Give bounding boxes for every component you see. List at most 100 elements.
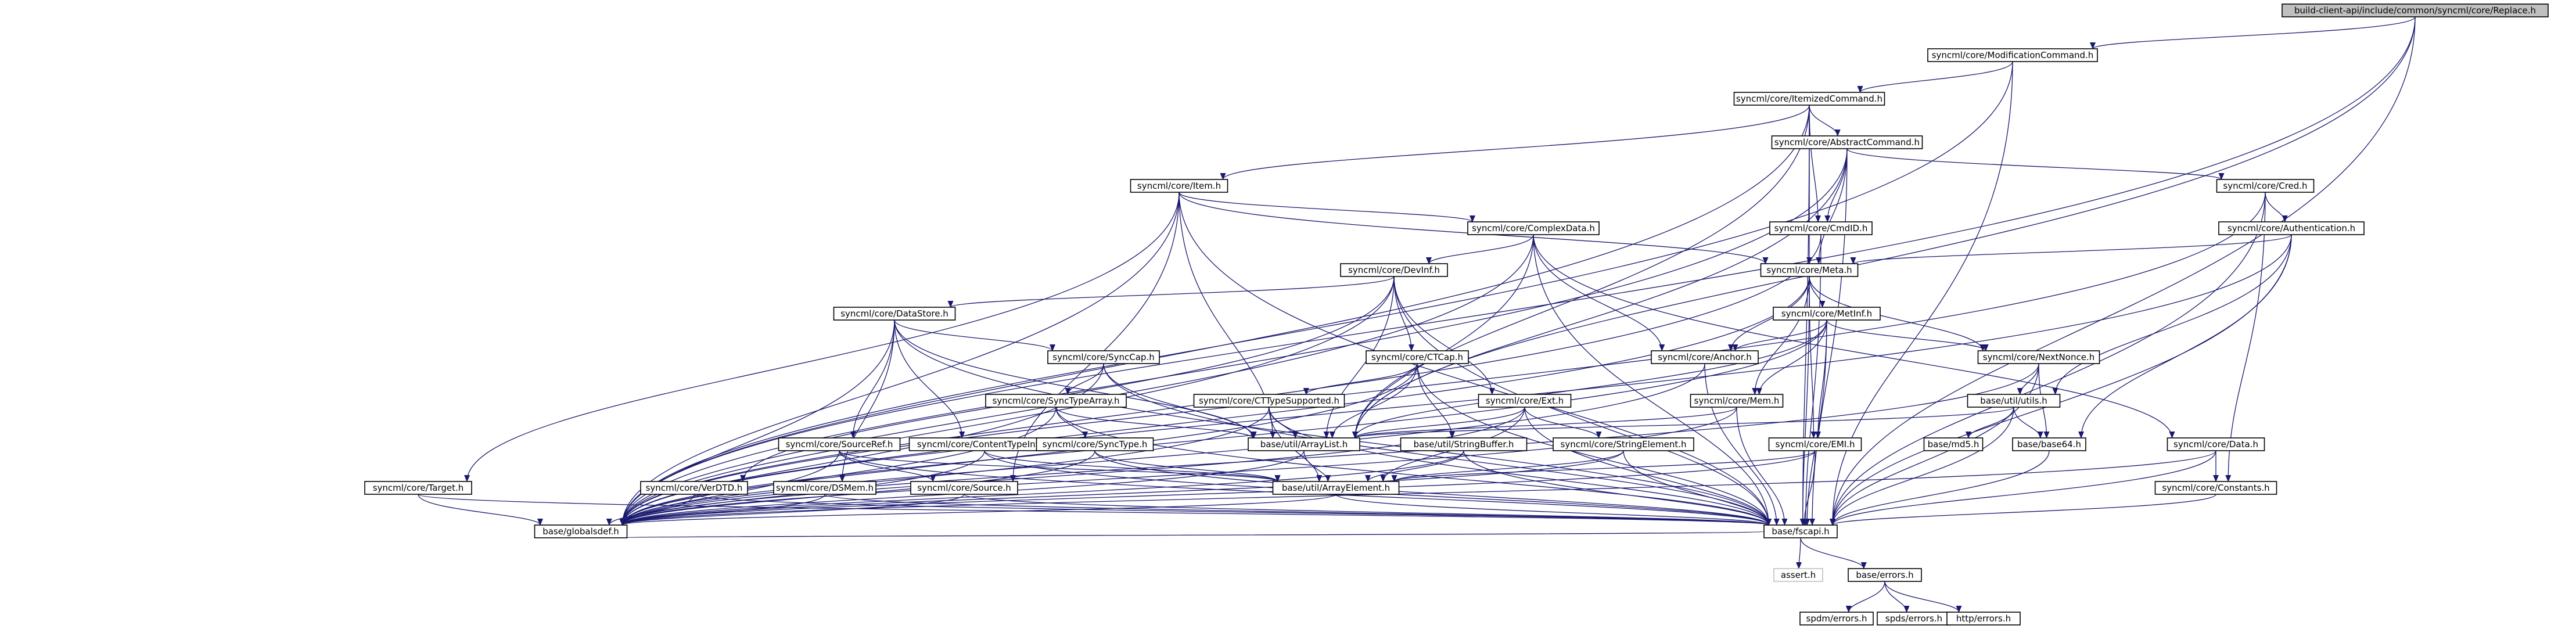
node-box-constants[interactable] xyxy=(2154,481,2277,495)
node-modcmd[interactable]: syncml/core/ModificationCommand.h xyxy=(1927,48,2098,62)
edge-arraylist-to-arrayelement xyxy=(1303,450,1331,482)
node-constants[interactable]: syncml/core/Constants.h xyxy=(2154,481,2277,495)
node-sourceref[interactable]: syncml/core/SourceRef.h xyxy=(778,437,901,451)
node-errors[interactable]: base/errors.h xyxy=(1848,568,1922,582)
node-box-emi[interactable] xyxy=(1768,437,1862,451)
node-box-item[interactable] xyxy=(1130,179,1228,193)
node-box-ext[interactable] xyxy=(1478,394,1572,408)
node-box-source[interactable] xyxy=(910,481,1018,495)
node-box-globalsdef[interactable] xyxy=(534,524,628,538)
node-stringbuffer[interactable]: base/util/StringBuffer.h xyxy=(1400,437,1528,451)
node-item[interactable]: syncml/core/Item.h xyxy=(1130,179,1228,193)
edge-abstractcmd-to-cred xyxy=(1846,148,2225,180)
node-box-assert[interactable] xyxy=(1773,568,1823,582)
node-box-md5[interactable] xyxy=(1923,437,1984,451)
node-box-fscapi[interactable] xyxy=(1763,524,1838,538)
node-emi[interactable]: syncml/core/EMI.h xyxy=(1768,437,1862,451)
node-box-synctypearray[interactable] xyxy=(985,394,1127,408)
node-base64[interactable]: base/base64.h xyxy=(2012,437,2086,451)
node-stringelement[interactable]: syncml/core/StringElement.h xyxy=(1553,437,1694,451)
node-box-devinf[interactable] xyxy=(1340,263,1448,277)
node-box-replace[interactable] xyxy=(2282,3,2549,17)
node-contenttypeinfo[interactable]: syncml/core/ContentTypeInfo.h xyxy=(908,437,1061,451)
node-box-dsmem[interactable] xyxy=(773,481,876,495)
node-box-synccap[interactable] xyxy=(1047,350,1160,364)
node-label-synctypearray: syncml/core/SyncTypeArray.h xyxy=(993,396,1120,406)
node-fscapi[interactable]: base/fscapi.h xyxy=(1763,524,1838,538)
edge-ext-to-stringelement xyxy=(1524,407,1602,438)
node-box-target[interactable] xyxy=(364,481,472,495)
node-meta[interactable]: syncml/core/Meta.h xyxy=(1760,263,1859,277)
node-arraylist[interactable]: base/util/ArrayList.h xyxy=(1248,437,1360,451)
node-box-synctype[interactable] xyxy=(1036,437,1154,451)
node-box-stringbuffer[interactable] xyxy=(1400,437,1528,451)
node-anchor[interactable]: syncml/core/Anchor.h xyxy=(1651,350,1759,364)
node-metinf[interactable]: syncml/core/MetInf.h xyxy=(1773,307,1881,321)
node-cmdid[interactable]: syncml/core/CmdID.h xyxy=(1769,221,1873,235)
node-box-base64[interactable] xyxy=(2012,437,2086,451)
node-box-mem[interactable] xyxy=(1690,394,1784,408)
node-box-stringelement[interactable] xyxy=(1553,437,1694,451)
edge-cttypesupported-to-globalsdef xyxy=(619,407,1270,526)
node-box-utils[interactable] xyxy=(1967,394,2061,408)
node-ext[interactable]: syncml/core/Ext.h xyxy=(1478,394,1572,408)
node-globalsdef[interactable]: base/globalsdef.h xyxy=(534,524,628,538)
node-datastore[interactable]: syncml/core/DataStore.h xyxy=(833,307,956,321)
node-box-metinf[interactable] xyxy=(1773,307,1881,321)
node-box-anchor[interactable] xyxy=(1651,350,1759,364)
node-mem[interactable]: syncml/core/Mem.h xyxy=(1690,394,1784,408)
node-box-sourceref[interactable] xyxy=(778,437,901,451)
node-box-arraylist[interactable] xyxy=(1248,437,1360,451)
node-authentication[interactable]: syncml/core/Authentication.h xyxy=(2218,221,2365,235)
node-label-dsmem: syncml/core/DSMem.h xyxy=(776,483,874,493)
node-box-errors[interactable] xyxy=(1848,568,1922,582)
edge-base64-to-fscapi xyxy=(1830,450,2050,526)
node-md5[interactable]: base/md5.h xyxy=(1923,437,1984,451)
node-box-nextnonce[interactable] xyxy=(1977,350,2100,364)
node-replace[interactable]: build-client-api/include/common/syncml/c… xyxy=(2282,3,2549,17)
node-box-modcmd[interactable] xyxy=(1927,48,2098,62)
node-data[interactable]: syncml/core/Data.h xyxy=(2167,437,2265,451)
node-box-spdmerrors[interactable] xyxy=(1799,612,1874,626)
node-target[interactable]: syncml/core/Target.h xyxy=(364,481,472,495)
node-box-verdtd[interactable] xyxy=(640,481,748,495)
node-utils[interactable]: base/util/utils.h xyxy=(1967,394,2061,408)
node-box-complexdata[interactable] xyxy=(1467,221,1600,235)
node-box-authentication[interactable] xyxy=(2218,221,2365,235)
node-itemized[interactable]: syncml/core/ItemizedCommand.h xyxy=(1733,92,1885,106)
node-dsmem[interactable]: syncml/core/DSMem.h xyxy=(773,481,876,495)
node-label-assert: assert.h xyxy=(1781,570,1816,580)
node-source[interactable]: syncml/core/Source.h xyxy=(910,481,1018,495)
node-box-data[interactable] xyxy=(2167,437,2265,451)
node-ctcap[interactable]: syncml/core/CTCap.h xyxy=(1366,350,1469,364)
node-box-cttypesupported[interactable] xyxy=(1193,394,1345,408)
node-synctype[interactable]: syncml/core/SyncType.h xyxy=(1036,437,1154,451)
edge-authentication-to-utils xyxy=(2052,234,2292,395)
node-cttypesupported[interactable]: syncml/core/CTTypeSupported.h xyxy=(1193,394,1345,408)
node-box-arrayelement[interactable] xyxy=(1272,481,1400,495)
node-synctypearray[interactable]: syncml/core/SyncTypeArray.h xyxy=(985,394,1127,408)
node-spdserrors[interactable]: spds/errors.h xyxy=(1877,612,1951,626)
node-arrayelement[interactable]: base/util/ArrayElement.h xyxy=(1272,481,1400,495)
node-box-cmdid[interactable] xyxy=(1769,221,1873,235)
node-cred[interactable]: syncml/core/Cred.h xyxy=(2216,179,2315,193)
node-box-httperrors[interactable] xyxy=(1946,612,2021,626)
node-verdtd[interactable]: syncml/core/VerDTD.h xyxy=(640,481,748,495)
node-assert[interactable]: assert.h xyxy=(1773,568,1823,582)
node-devinf[interactable]: syncml/core/DevInf.h xyxy=(1340,263,1448,277)
node-box-itemized[interactable] xyxy=(1733,92,1885,106)
node-box-meta[interactable] xyxy=(1760,263,1859,277)
edge-cttypesupported-to-fscapi xyxy=(1269,407,1772,526)
node-box-abstractcmd[interactable] xyxy=(1771,135,1923,149)
node-box-cred[interactable] xyxy=(2216,179,2315,193)
node-synccap[interactable]: syncml/core/SyncCap.h xyxy=(1047,350,1160,364)
node-box-ctcap[interactable] xyxy=(1366,350,1469,364)
node-abstractcmd[interactable]: syncml/core/AbstractCommand.h xyxy=(1771,135,1923,149)
node-box-datastore[interactable] xyxy=(833,307,956,321)
edge-replace-to-modcmd xyxy=(2090,16,2416,49)
node-httperrors[interactable]: http/errors.h xyxy=(1946,612,2021,626)
node-complexdata[interactable]: syncml/core/ComplexData.h xyxy=(1467,221,1600,235)
node-nextnonce[interactable]: syncml/core/NextNonce.h xyxy=(1977,350,2100,364)
node-spdmerrors[interactable]: spdm/errors.h xyxy=(1799,612,1874,626)
edge-complexdata-to-anchor xyxy=(1533,234,1665,351)
